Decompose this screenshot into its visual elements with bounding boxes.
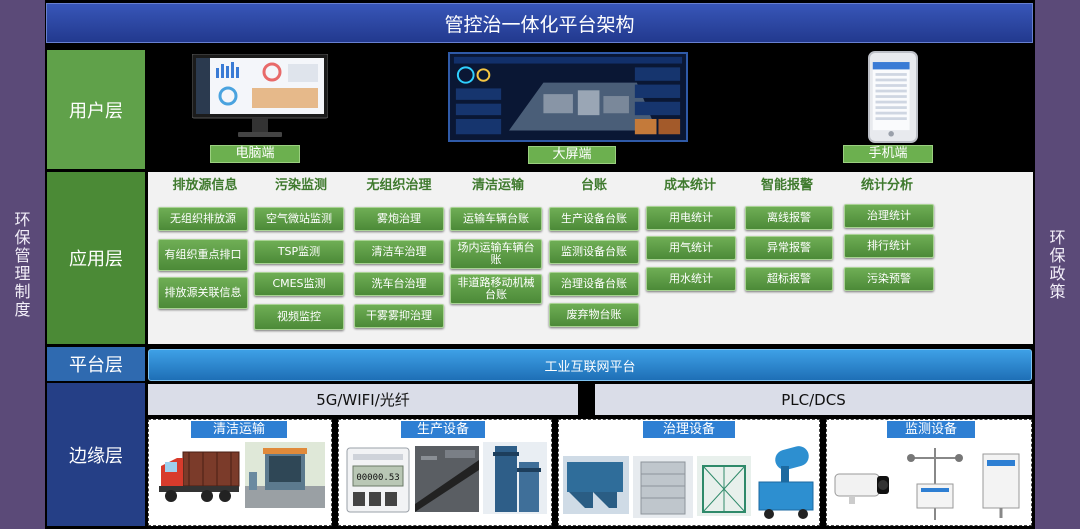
edge-group-label: 生产设备 [401,421,485,438]
app-item[interactable]: 监测设备台账 [549,240,639,264]
column-title: 无组织治理 [366,178,432,193]
app-item[interactable]: 异常报警 [745,236,833,260]
edge-group-monitoring-equipment: 监测设备 [826,419,1032,526]
app-column-smart-alarm: 智能报警 [740,174,834,198]
app-item[interactable]: 视频监控 [254,304,344,330]
app-item[interactable]: 空气微站监测 [254,207,344,231]
app-item[interactable]: 场内运输车辆台账 [450,239,542,269]
edge-group-label: 监测设备 [887,421,975,438]
platform-bar: 工业互联网平台 [148,349,1032,381]
app-column-ledger: 台账 [548,174,640,198]
device-label-mobile: 手机端 [843,145,933,163]
device-label-bigscreen: 大屏端 [528,146,616,164]
column-title: 智能报警 [760,178,813,193]
fog-cannon-icon [758,446,814,519]
layer-label-platform: 平台层 [47,347,145,381]
column-title: 清洁运输 [471,178,524,193]
edge-group-label: 清洁运输 [191,421,287,438]
app-item[interactable]: 排放源关联信息 [158,277,248,309]
column-title: 成本统计 [663,178,716,193]
conveyor-belt-icon [415,446,479,512]
app-item[interactable]: 干雾雾抑治理 [354,304,444,328]
purification-tower-icon [633,456,693,518]
industrial-tower-icon [483,442,547,514]
app-item[interactable]: TSP监测 [254,240,344,264]
app-item[interactable]: 排行统计 [844,234,934,258]
edge-group-label: 治理设备 [643,421,735,438]
app-item[interactable]: 治理设备台账 [549,272,639,296]
layer-label-user: 用户层 [47,50,145,169]
app-item[interactable]: 生产设备台账 [549,207,639,231]
app-item[interactable]: 有组织重点排口 [158,239,248,271]
layer-label-application: 应用层 [47,172,145,344]
app-column-emission-source: 排放源信息 [160,174,250,198]
meter-reading: 00000.53 [356,473,399,483]
management-system-label: 环保管理制度 [14,209,31,319]
app-item[interactable]: 非道路移动机械台账 [450,274,542,304]
app-item[interactable]: 离线报警 [745,206,833,230]
desktop-monitor-icon [192,54,328,137]
column-title: 污染监测 [274,178,327,193]
network-box-plc: PLC/DCS [595,384,1032,415]
mobile-phone-icon [868,51,918,143]
truck-icon [159,451,240,502]
left-side-bar: 环保管理制度 [0,0,45,529]
edge-group-production-equipment: 生产设备 00000.53 [338,419,552,526]
app-item[interactable]: 用气统计 [646,236,736,260]
app-item[interactable]: 清洁车治理 [354,240,444,264]
network-box-5g: 5G/WIFI/光纤 [148,384,578,415]
car-wash-station-icon [245,442,325,508]
app-item[interactable]: 用电统计 [646,206,736,230]
user-layer-panel: 电脑端 大屏端 手机端 [148,50,1033,169]
app-item[interactable]: 治理统计 [844,204,934,228]
page-title: 管控治一体化平台架构 [46,3,1033,43]
right-side-bar: 环保政策 [1035,0,1080,529]
app-column-fugitive-treatment: 无组织治理 [352,174,446,198]
layer-label-edge: 边缘层 [47,383,145,526]
app-item[interactable]: 用水统计 [646,267,736,291]
monitoring-cabinet-icon [982,453,1020,518]
app-item[interactable]: 污染预警 [844,267,934,291]
app-item[interactable]: 超标报警 [745,267,833,291]
app-column-statistical-analysis: 统计分析 [840,174,934,198]
column-title: 排放源信息 [172,178,238,193]
app-column-clean-transport: 清洁运输 [450,174,546,198]
app-item[interactable]: 洗车台治理 [354,272,444,296]
app-column-cost-statistics: 成本统计 [644,174,736,198]
app-item[interactable]: 废弃物台账 [549,303,639,327]
app-column-pollution-monitoring: 污染监测 [256,174,346,198]
edge-group-clean-transport: 清洁运输 [148,419,332,526]
weather-station-icon [907,448,963,520]
big-screen-icon [448,52,688,142]
dust-collector-icon [563,456,629,514]
app-item[interactable]: 雾炮治理 [354,207,444,231]
policy-label: 环保政策 [1049,227,1066,301]
steel-frame-icon [697,456,751,516]
column-title: 台账 [580,178,607,193]
application-layer-panel: 排放源信息 无组织排放源 有组织重点排口 排放源关联信息 污染监测 空气微站监测… [148,172,1033,344]
app-item[interactable]: 运输车辆台账 [450,207,542,231]
device-label-desktop: 电脑端 [210,145,300,163]
app-item[interactable]: 无组织排放源 [158,207,248,231]
app-item[interactable]: CMES监测 [254,272,344,296]
column-title: 统计分析 [860,178,913,193]
cctv-camera-icon [834,473,889,504]
edge-group-treatment-equipment: 治理设备 [558,419,820,526]
electric-meter-icon: 00000.53 [346,447,410,513]
